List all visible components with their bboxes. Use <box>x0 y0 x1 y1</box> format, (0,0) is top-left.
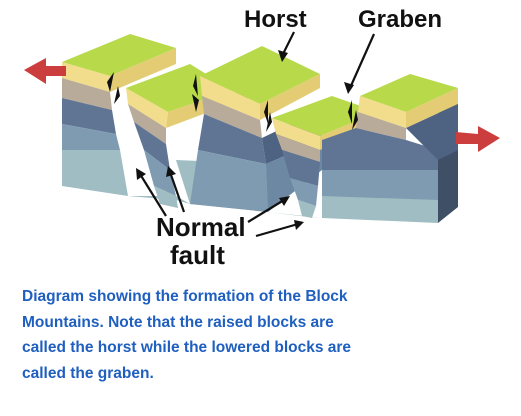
extension-arrow-left <box>24 58 66 84</box>
right-horst-block <box>322 74 458 200</box>
normal-fault-label-line2: fault <box>170 240 225 270</box>
caption-line-3: called the horst while the lowered block… <box>22 339 352 356</box>
caption-line-1: Diagram showing the formation of the Blo… <box>22 288 348 305</box>
horst-label: Horst <box>244 6 307 33</box>
left-horst-block <box>62 34 176 150</box>
fault-movement-arrows <box>107 72 358 132</box>
diagram-caption: Diagram showing the formation of the Blo… <box>22 284 512 386</box>
label-leader-lines <box>136 31 376 238</box>
extension-arrow-right <box>456 126 500 152</box>
graben-label: Graben <box>358 6 442 33</box>
normal-fault-label-line1: Normal <box>156 212 246 242</box>
caption-line-4: called the graben. <box>22 364 154 382</box>
caption-line-2: Mountains. Note that the raised blocks a… <box>22 313 334 331</box>
